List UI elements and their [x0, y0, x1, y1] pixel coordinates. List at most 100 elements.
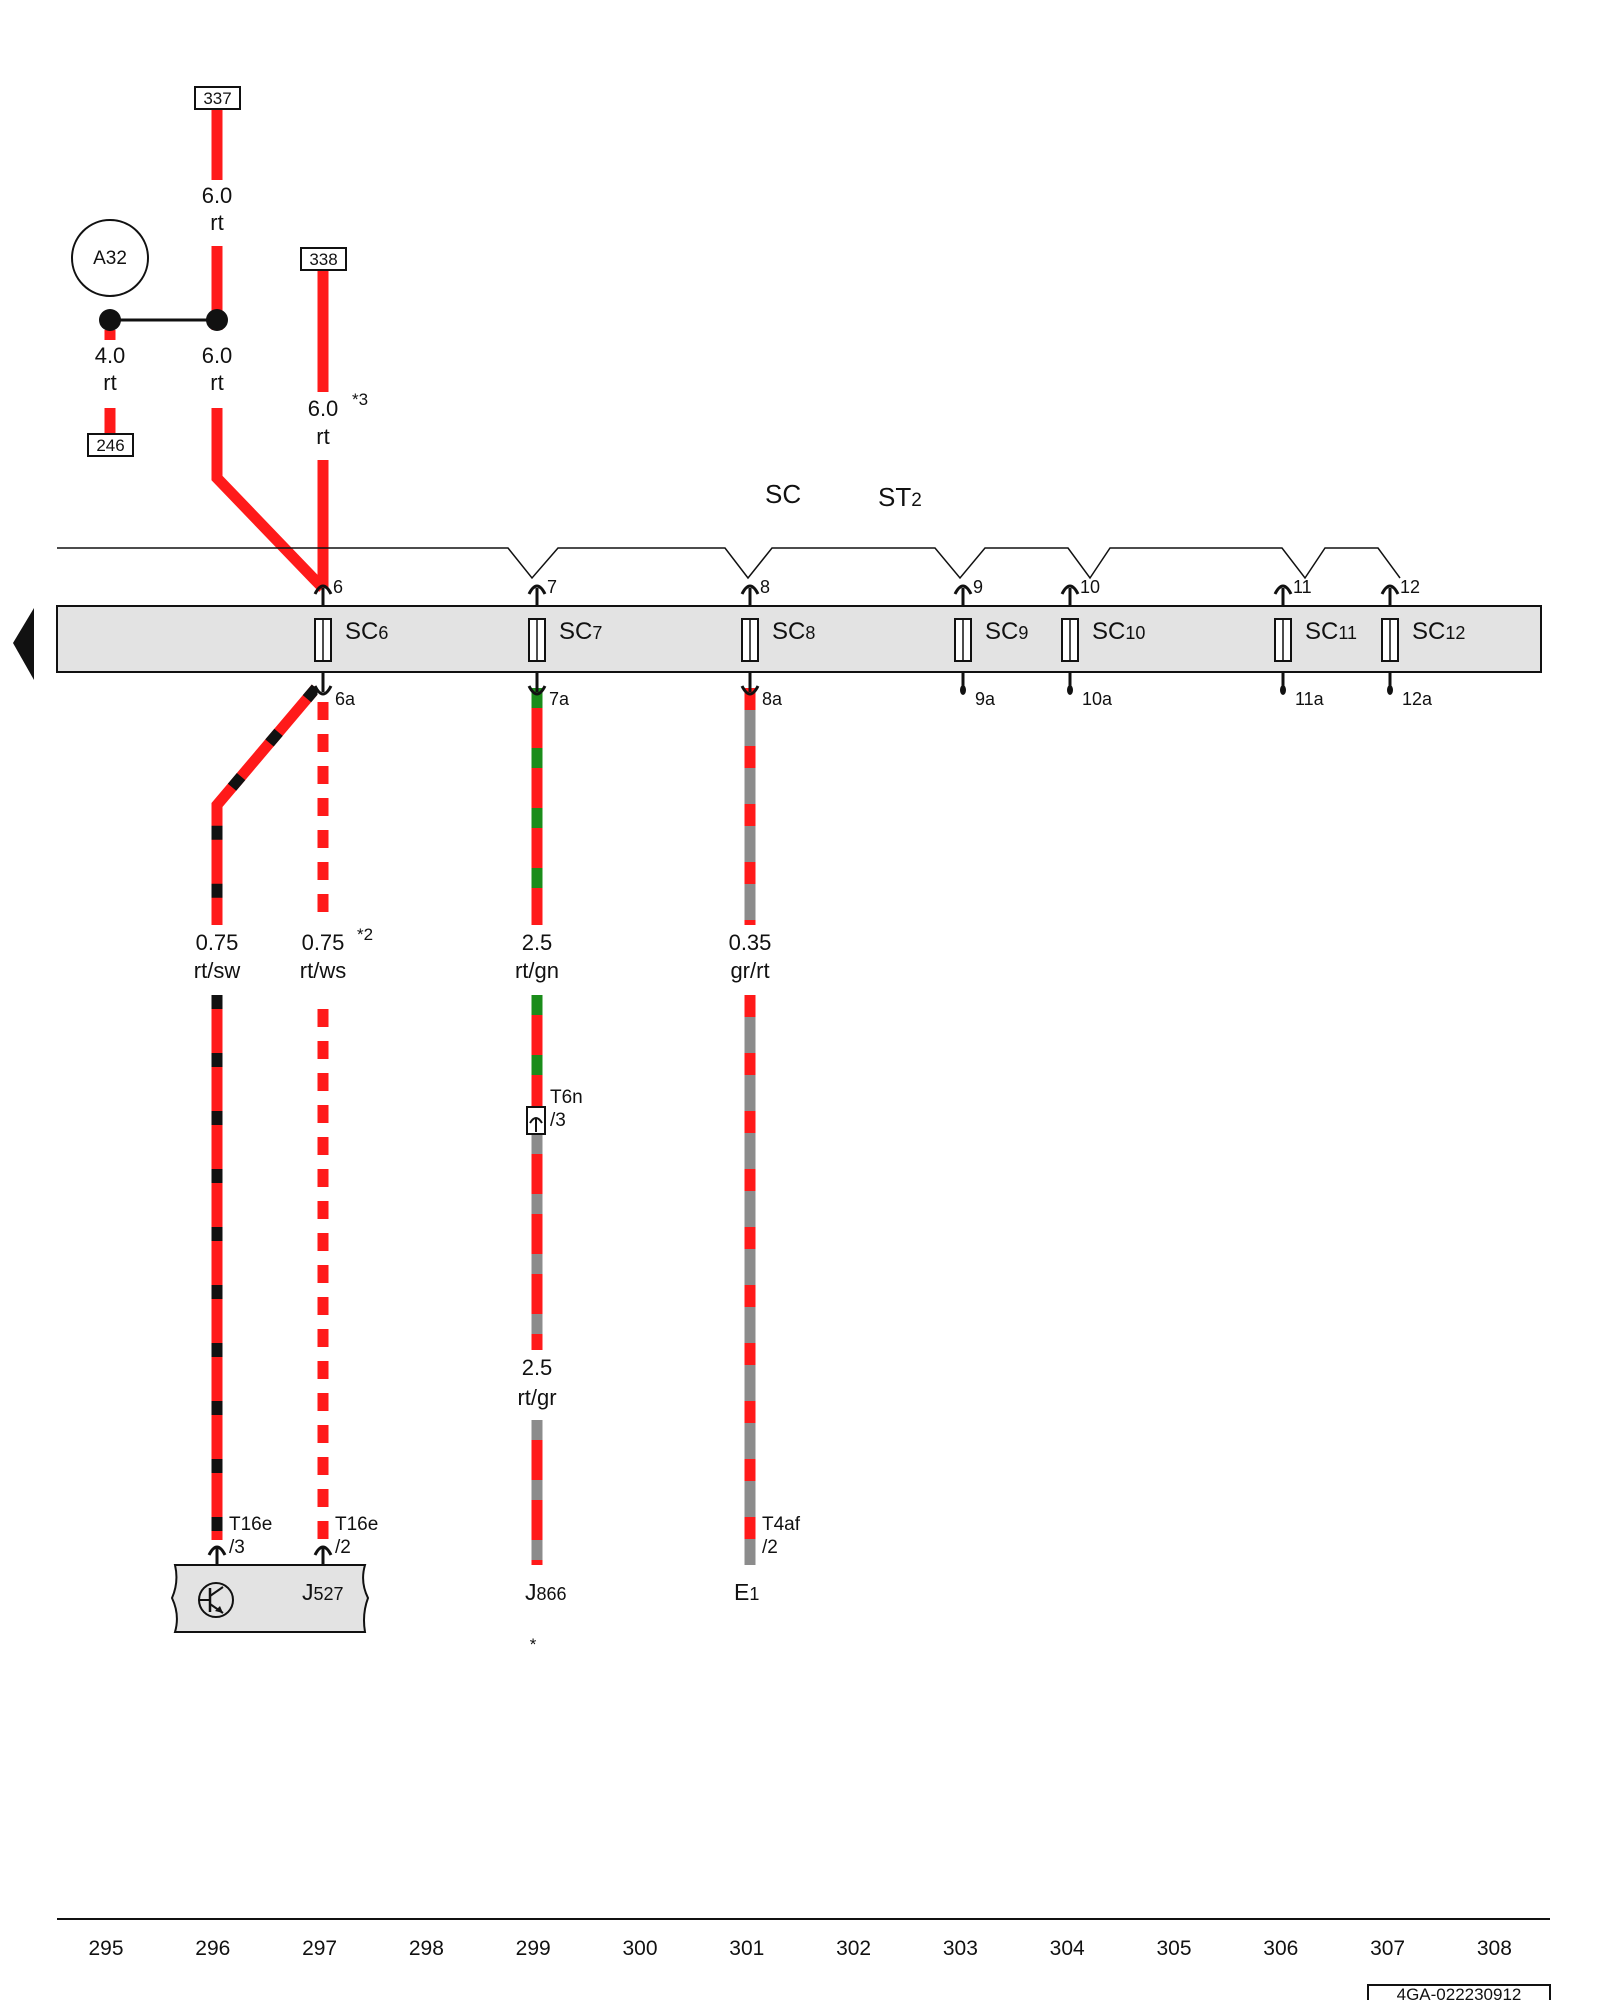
scale-number: 301 [729, 1937, 764, 1960]
fuse-bottom-pin-label: 8a [762, 689, 783, 709]
ref-337-label: 337 [203, 89, 231, 108]
scale-number: 303 [943, 1937, 978, 1960]
fuse-top-pin-label: 6 [333, 577, 343, 597]
wire-rt-sw-upper[interactable] [211, 684, 321, 925]
scale-number: 299 [516, 1937, 551, 1960]
ref-box-338[interactable]: 338 [300, 247, 347, 271]
terminal-end [960, 685, 966, 695]
wire-rtgn-color: rt/gn [515, 958, 559, 983]
wire-rtgr-size: 2.5 [522, 1355, 553, 1380]
component-e1-label[interactable]: E1 [734, 1579, 759, 1605]
t6n-pin: /3 [550, 1110, 566, 1131]
ref-box-246[interactable]: 246 [87, 433, 134, 457]
fuse-bottom-pin-label: 7a [549, 689, 570, 709]
wire-join-color: rt [210, 370, 223, 395]
ref-box-337[interactable]: 337 [194, 86, 241, 110]
wire-337-color: rt [210, 210, 223, 235]
ground-point-a32[interactable]: A32 [71, 219, 149, 297]
scale-number: 307 [1370, 1937, 1405, 1960]
t16e-2-pin: /2 [335, 1537, 351, 1558]
wire-337-size: 6.0 [202, 183, 233, 208]
component-j866-label[interactable]: J866 [525, 1579, 567, 1605]
wire-6-diagonal[interactable] [211, 408, 327, 592]
a32-label: A32 [93, 248, 127, 269]
fuse-bottom-pin-label: 11a [1295, 689, 1325, 709]
bracket-outline [322, 547, 1401, 580]
connector-terminal-icon [207, 1545, 227, 1556]
wire-246-color: rt [103, 370, 116, 395]
terminal-top-icon [1380, 584, 1400, 595]
doc-number: 4GA-022230912 [1397, 1985, 1522, 2000]
scale-number: 296 [195, 1937, 230, 1960]
wire-338-note: *3 [352, 390, 368, 409]
fuse-holder-label: SC [765, 479, 801, 509]
t4af-pin: /2 [762, 1537, 778, 1558]
wire-join-size: 6.0 [202, 343, 233, 368]
fuse-bottom-pin-label: 12a [1402, 689, 1433, 709]
terminal-bottom-icon [313, 685, 333, 696]
fuse-sc12-label: SC12 [1412, 618, 1465, 645]
wire-338-size: 6.0 [308, 396, 339, 421]
fuse-sc11-label: SC11 [1305, 618, 1357, 645]
wire-246-size: 4.0 [95, 343, 126, 368]
t16e-2-name: T16e [335, 1514, 378, 1535]
fuse-sc8-label: SC8 [772, 618, 815, 645]
wire-rtws-note: *2 [357, 925, 373, 944]
fuse-bar [56, 605, 1542, 673]
fuse-bottom-pin-label: 9a [975, 689, 996, 709]
terminal-top-icon [953, 584, 973, 595]
wire-rt-sw-upper-stripe [211, 684, 321, 925]
fuse-sc12[interactable]: SC12 12 12a [1380, 577, 1465, 709]
scale-number: 305 [1156, 1937, 1191, 1960]
scale-number: 308 [1477, 1937, 1512, 1960]
j866-note: * [530, 1635, 537, 1654]
terminal-bottom-icon [740, 685, 760, 696]
terminal-end [1387, 685, 1393, 695]
terminal-top-icon [313, 584, 333, 595]
fuse-top-pin-label: 12 [1400, 577, 1420, 597]
fuse-bottom-pin-label: 10a [1082, 689, 1113, 709]
terminal-top-icon [527, 584, 547, 595]
fuse-bottom-pin-label: 6a [335, 689, 356, 709]
terminal-top-icon [1273, 584, 1293, 595]
t16e-3-pin: /3 [229, 1537, 245, 1558]
scale-number: 298 [409, 1937, 444, 1960]
connector-t6n[interactable]: T6n /3 [526, 1087, 583, 1135]
terminal-bottom-icon [527, 685, 547, 696]
doc-number-box: 4GA-022230912 [1367, 1984, 1551, 2000]
terminal-top-icon [740, 584, 760, 595]
fuse-top-pin-label: 10 [1080, 577, 1100, 597]
fuse-sc11[interactable]: SC11 11 11a [1273, 577, 1357, 709]
arrow-left-icon[interactable] [13, 608, 34, 680]
terminal-top-icon [1060, 584, 1080, 595]
ref-338-label: 338 [309, 250, 337, 269]
fuse-sc10-label: SC10 [1092, 618, 1145, 645]
fuse-sc10[interactable]: SC10 10 10a [1060, 577, 1145, 709]
junction-dot [99, 309, 121, 331]
component-j527[interactable]: J527 [170, 1564, 370, 1633]
fuse-top-pin-label: 11 [1293, 577, 1312, 597]
transistor-icon [198, 1582, 234, 1618]
junction-dot [206, 309, 228, 331]
j527-label: J527 [302, 1579, 344, 1605]
t16e-3-name: T16e [229, 1514, 272, 1535]
wire-rtsw-size: 0.75 [196, 930, 239, 955]
st-label: ST2 [878, 482, 922, 512]
scale-number: 295 [88, 1937, 123, 1960]
scale-number: 300 [622, 1937, 657, 1960]
fuse-sc6-label: SC6 [345, 618, 388, 645]
terminal-end [1280, 685, 1286, 695]
fuse-sc7-label: SC7 [559, 618, 602, 645]
wire-rtsw-color: rt/sw [194, 958, 241, 983]
wire-grrt-color: gr/rt [730, 958, 769, 983]
fuse-sc6[interactable]: SC6 6 6a [313, 577, 388, 709]
t4af-name: T4af [762, 1514, 801, 1535]
wire-layer [104, 110, 756, 1565]
wire-rtgn-size: 2.5 [522, 930, 553, 955]
